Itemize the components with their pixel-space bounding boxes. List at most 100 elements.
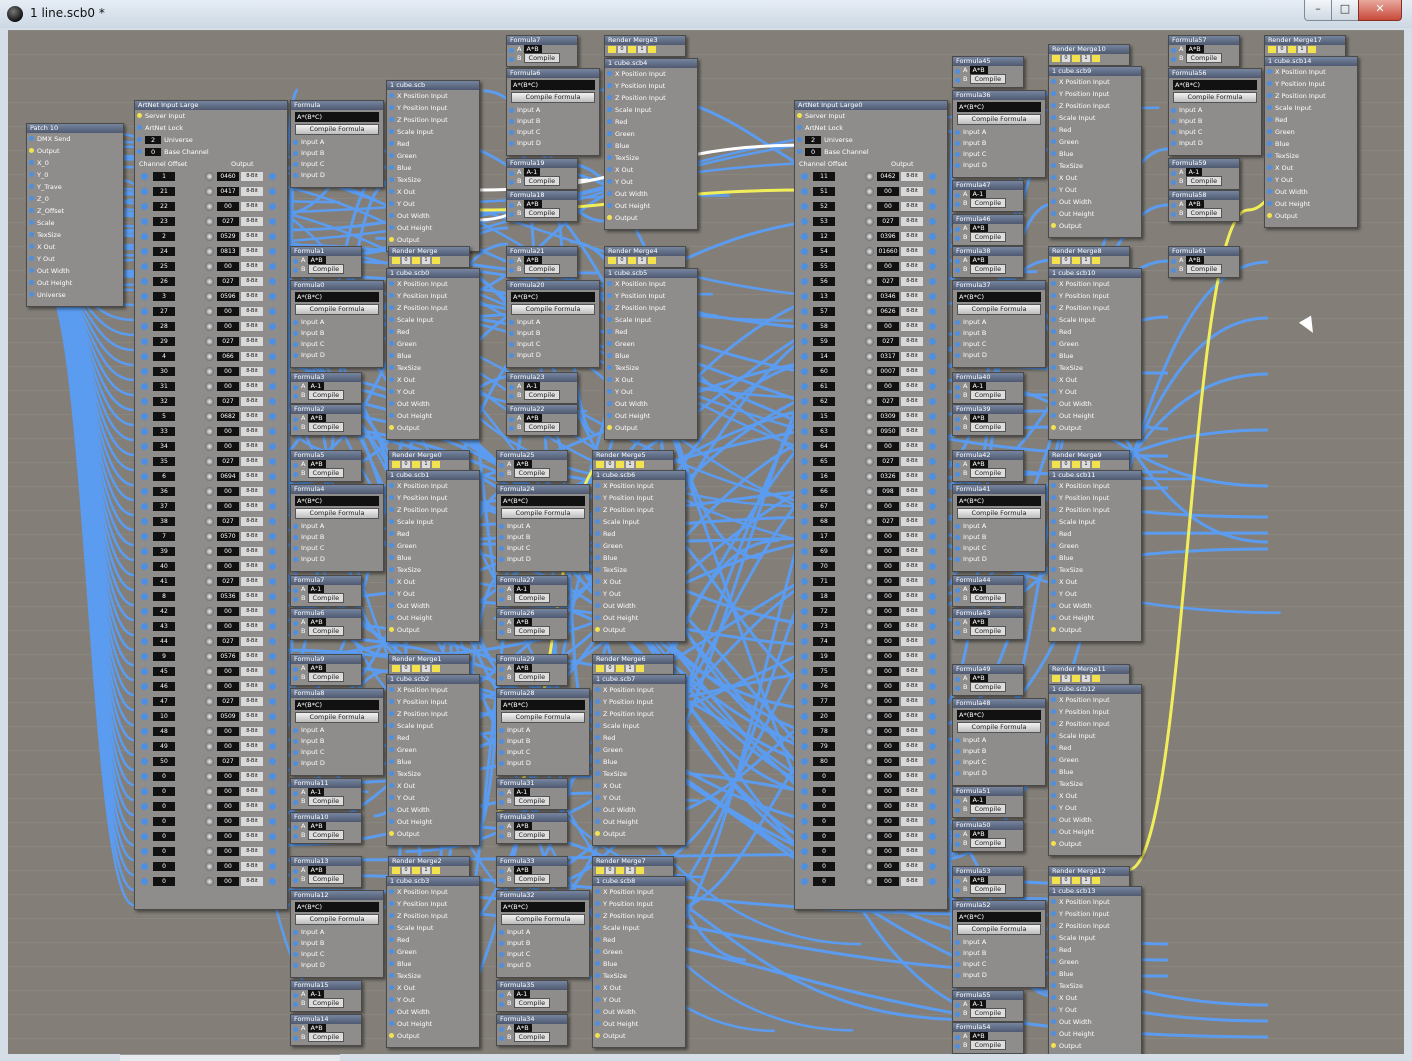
- artnet-input-large-channel-offset[interactable]: 46: [153, 682, 175, 691]
- formula37-compile-formula-button[interactable]: Compile Formula: [957, 304, 1041, 315]
- artnet-input-large0-bit-dropdown[interactable]: 8-Bit: [901, 292, 923, 301]
- cube-scb-port-5[interactable]: Green: [387, 150, 479, 162]
- formula55-compile-button[interactable]: Compile: [969, 1008, 1007, 1018]
- maximize-button[interactable]: □: [1331, 0, 1359, 21]
- cube-scb4-port-10[interactable]: Out Width: [605, 188, 697, 200]
- formula12-input-0[interactable]: Input A: [291, 927, 383, 938]
- artnet-input-large-channel-port[interactable]: [141, 338, 148, 345]
- artnet-input-large0-bit-dropdown[interactable]: 8-Bit: [901, 577, 923, 586]
- formula3-input-b[interactable]: B Compile: [291, 390, 361, 400]
- artnet-input-large0-bit-dropdown[interactable]: 8-Bit: [901, 667, 923, 676]
- formula6-input-0[interactable]: Input A: [507, 105, 599, 116]
- cube-scb13-port-0[interactable]: X Position Input: [1049, 896, 1141, 908]
- cube-scb7-port-7[interactable]: TexSize: [593, 768, 685, 780]
- render-merge11-out-icon[interactable]: [1092, 675, 1100, 682]
- artnet-input-large-channel-out-port[interactable]: [269, 638, 276, 645]
- formula30-input-b[interactable]: B Compile: [497, 830, 567, 840]
- render-merge3-port-icon[interactable]: [608, 46, 616, 53]
- render-merge1-port-icon[interactable]: [392, 665, 400, 672]
- artnet-input-large-channel-offset[interactable]: 45: [153, 667, 175, 676]
- artnet-input-large-channel-out-port[interactable]: [269, 473, 276, 480]
- cube-scb3-port-0[interactable]: X Position Input: [387, 886, 479, 898]
- artnet-input-large0-channel-offset[interactable]: 67: [813, 502, 835, 511]
- formula52-input-0[interactable]: Input A: [953, 937, 1045, 948]
- artnet-input-large-bit-dropdown[interactable]: 8-Bit: [241, 667, 263, 676]
- formula32-input-0[interactable]: Input A: [497, 927, 589, 938]
- artnet-input-large-channel-knob[interactable]: [205, 352, 214, 361]
- formula0-input-2[interactable]: Input C: [291, 339, 383, 350]
- formula45-input-a[interactable]: A A*B: [953, 66, 1023, 75]
- artnet-input-large0-bit-dropdown[interactable]: 8-Bit: [901, 607, 923, 616]
- cube-scb5-port-6[interactable]: Blue: [605, 350, 697, 362]
- artnet-input-large0-channel-out-port[interactable]: [929, 308, 936, 315]
- artnet-input-large0-channel-out-port[interactable]: [929, 218, 936, 225]
- artnet-input-large0-base-field[interactable]: 0: [805, 148, 822, 156]
- artnet-input-large0-channel-offset[interactable]: 78: [813, 727, 835, 736]
- cube-scb9-port-0[interactable]: X Position Input: [1049, 76, 1141, 88]
- render-merge7-port-icon[interactable]: [596, 867, 604, 874]
- artnet-input-large-universe-field[interactable]: 2: [145, 136, 162, 144]
- cube-scb13-port-3[interactable]: Scale Input: [1049, 932, 1141, 944]
- artnet-input-large0-channel-knob[interactable]: [865, 607, 874, 616]
- artnet-input-large-channel-port[interactable]: [141, 353, 148, 360]
- formula25-input-b[interactable]: B Compile: [497, 468, 567, 478]
- cube-scb-port-8[interactable]: X Out: [387, 186, 479, 198]
- artnet-input-large0-bit-dropdown[interactable]: 8-Bit: [901, 727, 923, 736]
- artnet-input-large0-channel-offset[interactable]: 76: [813, 682, 835, 691]
- formula29-input-a[interactable]: A A*B: [497, 664, 567, 673]
- artnet-input-large0-channel-port[interactable]: [801, 533, 808, 540]
- cube-scb2-port-0[interactable]: X Position Input: [387, 684, 479, 696]
- cube-scb-port-6[interactable]: Blue: [387, 162, 479, 174]
- artnet-input-large-channel-out-port[interactable]: [269, 233, 276, 240]
- artnet-input-large-channel-offset[interactable]: 0: [153, 832, 175, 841]
- formula39-input-b[interactable]: B Compile: [953, 422, 1023, 432]
- cube-scb6-port-8[interactable]: X Out: [593, 576, 685, 588]
- artnet-input-large-channel-out-port[interactable]: [269, 533, 276, 540]
- formula11-compile-button[interactable]: Compile: [307, 796, 345, 806]
- artnet-input-large-channel-knob[interactable]: [205, 817, 214, 826]
- formula1-compile-button[interactable]: Compile: [307, 264, 345, 274]
- formula7b-input-a[interactable]: A A-1: [291, 585, 361, 594]
- cube-scb8-port-0[interactable]: X Position Input: [593, 886, 685, 898]
- cube-scb-port-7[interactable]: TexSize: [387, 174, 479, 186]
- cube-scb4-port-9[interactable]: Y Out: [605, 176, 697, 188]
- formula22-input-a[interactable]: A A*B: [507, 414, 577, 423]
- artnet-input-large0-channel-out-port[interactable]: [929, 413, 936, 420]
- artnet-input-large0-channel-out-port[interactable]: [929, 503, 936, 510]
- formula3-input-a[interactable]: A A-1: [291, 382, 361, 391]
- artnet-input-large0-channel-offset[interactable]: 20: [813, 712, 835, 721]
- artnet-input-large-channel-offset[interactable]: 0: [153, 772, 175, 781]
- artnet-input-large-channel-offset[interactable]: 26: [153, 277, 175, 286]
- artnet-input-large0-channel-offset[interactable]: 12: [813, 232, 835, 241]
- cube-scb1-port-0[interactable]: X Position Input: [387, 480, 479, 492]
- artnet-input-large-channel-offset[interactable]: 31: [153, 382, 175, 391]
- artnet-input-large0-channel-offset[interactable]: 0: [813, 862, 835, 871]
- cube-scb7-port-8[interactable]: X Out: [593, 780, 685, 792]
- cube-scb1-port-6[interactable]: Blue: [387, 552, 479, 564]
- artnet-input-large0-channel-knob[interactable]: [865, 532, 874, 541]
- cube-scb2-port-6[interactable]: Blue: [387, 756, 479, 768]
- formula8-compile-formula-button[interactable]: Compile Formula: [295, 712, 379, 723]
- artnet-input-large0-channel-out-port[interactable]: [929, 698, 936, 705]
- artnet-input-large-channel-knob[interactable]: [205, 322, 214, 331]
- cube-scb2-port-4[interactable]: Red: [387, 732, 479, 744]
- artnet-input-large-bit-dropdown[interactable]: 8-Bit: [241, 292, 263, 301]
- formula22-compile-button[interactable]: Compile: [523, 422, 561, 432]
- formula46-compile-button[interactable]: Compile: [969, 232, 1007, 242]
- artnet-input-large-channel-knob[interactable]: [205, 877, 214, 886]
- artnet-input-large0-channel-knob[interactable]: [865, 337, 874, 346]
- formula2-input-b[interactable]: B Compile: [291, 422, 361, 432]
- artnet-input-large-channel-knob[interactable]: [205, 757, 214, 766]
- artnet-input-large0-channel-port[interactable]: [801, 803, 808, 810]
- artnet-input-large0-channel-port[interactable]: [801, 593, 808, 600]
- artnet-input-large0-channel-knob[interactable]: [865, 322, 874, 331]
- artnet-input-large-bit-dropdown[interactable]: 8-Bit: [241, 862, 263, 871]
- artnet-input-large0-channel-out-port[interactable]: [929, 233, 936, 240]
- formula48-input-0[interactable]: Input A: [953, 735, 1045, 746]
